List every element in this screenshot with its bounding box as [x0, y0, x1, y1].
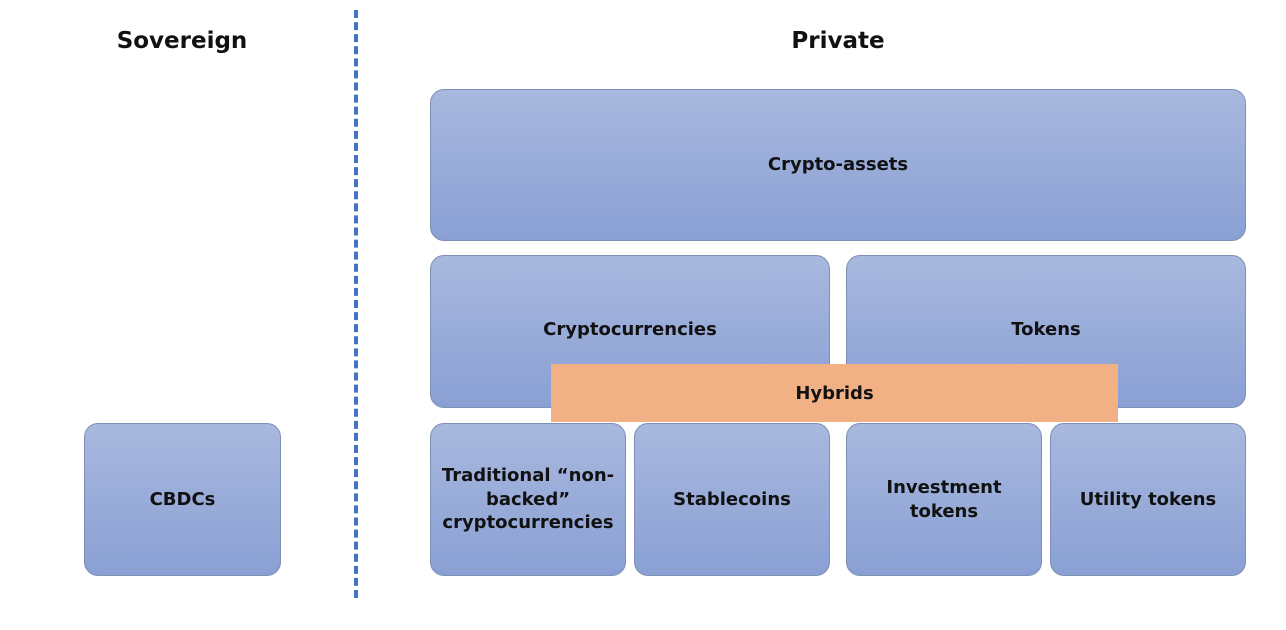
box-label: Stablecoins	[673, 488, 791, 510]
box-investment-tokens: Investment tokens	[846, 423, 1042, 576]
box-label: Crypto-assets	[767, 154, 909, 176]
box-label: Investment tokens	[886, 477, 1002, 522]
heading-private: Private	[791, 28, 885, 54]
dashed-divider	[354, 10, 358, 598]
box-label: Cryptocurrencies	[543, 319, 717, 340]
heading-sovereign: Sovereign	[116, 28, 248, 54]
box-label: CBDCs	[149, 488, 216, 510]
box-label: Traditional “non-backed” cryptocurrencie…	[441, 465, 615, 534]
box-traditional: Traditional “non-backed” cryptocurrencie…	[430, 423, 626, 576]
box-cbdcs: CBDCs	[84, 423, 281, 576]
box-stablecoins: Stablecoins	[634, 423, 830, 576]
box-label: Tokens	[1011, 319, 1081, 340]
box-crypto-assets: Crypto-assets	[430, 89, 1246, 241]
box-label: Hybrids	[795, 382, 874, 404]
box-hybrids: Hybrids	[551, 364, 1118, 422]
box-label: Utility tokens	[1079, 488, 1217, 510]
box-utility-tokens: Utility tokens	[1050, 423, 1246, 576]
